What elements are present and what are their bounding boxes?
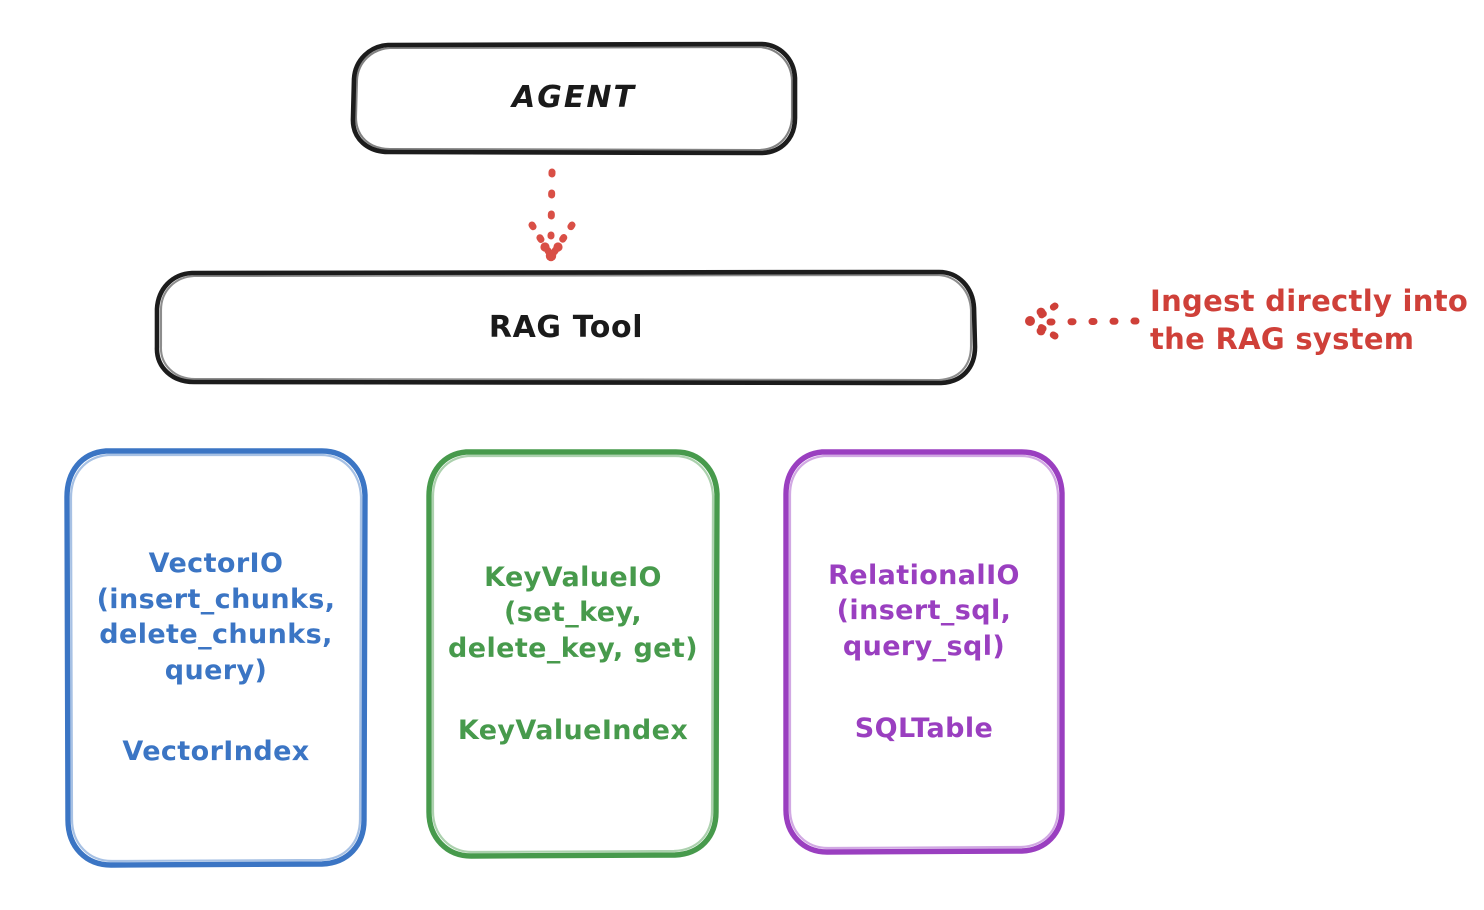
key-value-io-signature: KeyValueIO (set_key, delete_key, get) [448,561,698,664]
agent-to-rag-connector [528,168,576,262]
relational-io-node-label: RelationalIO (insert_sql, query_sql) SQL… [786,452,1062,852]
vector-io-signature: VectorIO (insert_chunks, delete_chunks, … [96,547,336,686]
key-value-io-node-label: KeyValueIO (set_key, delete_key, get) Ke… [429,452,717,856]
agent-node-label: AGENT [512,80,636,116]
vector-io-node-label: VectorIO (insert_chunks, delete_chunks, … [67,451,365,865]
ingest-note-text: Ingest directly into the RAG system [1150,284,1469,356]
key-value-io-index: KeyValueIndex [457,714,689,746]
relational-io-signature: RelationalIO (insert_sql, query_sql) [828,559,1020,662]
note-to-rag-connector [1025,302,1140,340]
vector-io-index: VectorIndex [122,736,310,768]
rag-tool-node-label: RAG Tool [488,309,644,345]
relational-io-index: SQLTable [854,712,994,744]
